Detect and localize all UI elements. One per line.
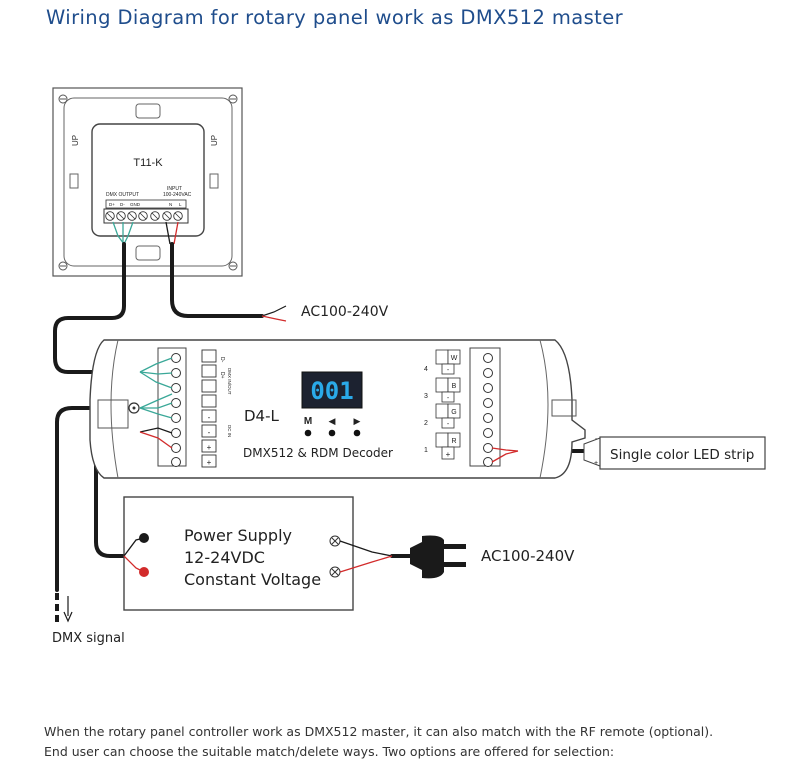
panel-model-label: T11-K: [133, 157, 163, 169]
footer-line-1: When the rotary panel controller work as…: [44, 724, 714, 739]
dc-in-label: DC IN: [227, 425, 232, 437]
screw-icon: [58, 94, 68, 104]
dmx-signal-arrow: [55, 593, 73, 623]
decoder-subtitle: DMX512 & RDM Decoder: [243, 446, 393, 460]
display-readout: 001: [310, 377, 353, 405]
screw-icon: [228, 261, 238, 271]
terminal-sign: D-: [219, 357, 225, 363]
terminal-sign: +: [207, 443, 212, 452]
input-voltage-label: 100-240VAC: [163, 192, 192, 198]
screw-icon: [58, 261, 68, 271]
svg-text:+: +: [594, 460, 598, 467]
cables: [53, 242, 586, 592]
led-strip: - + Single color LED strip: [583, 436, 766, 470]
terminal-label: N: [169, 202, 172, 207]
ac-top-wires: [261, 305, 287, 322]
ac-label-top: AC100-240V: [301, 304, 389, 320]
input-label: INPUT: [167, 186, 182, 192]
page-title: Wiring Diagram for rotary panel work as …: [46, 6, 624, 29]
terminal-label: GND: [130, 202, 141, 207]
ac-label-bottom: AC100-240V: [481, 547, 575, 565]
channel-sign: +: [446, 450, 451, 459]
terminal-label: D+: [109, 202, 115, 207]
dmx-signal-label: DMX signal: [52, 631, 125, 646]
menu-button: [304, 429, 312, 437]
rotary-panel: UP UP T11-K DMX OUTPUT INPUT 100-240VAC …: [52, 87, 243, 277]
psu-type: Constant Voltage: [184, 570, 321, 589]
terminal-sign: -: [208, 413, 211, 422]
plug-icon: [410, 535, 466, 579]
menu-button-label: M: [304, 416, 312, 427]
channel-sign: -: [447, 367, 450, 374]
up-button: [353, 429, 361, 437]
terminal-sign: D+: [219, 372, 225, 379]
channel-color: B: [452, 383, 457, 390]
channel-number: 1: [424, 447, 428, 454]
channel-color: G: [451, 409, 456, 416]
decoder-model: D4-L: [244, 407, 280, 425]
ac-terminal-icon: [329, 566, 341, 578]
up-mark: UP: [210, 135, 219, 146]
ac-terminal-icon: [329, 535, 341, 547]
channel-number: 2: [424, 420, 428, 427]
psu-voltage: 12-24VDC: [184, 548, 265, 567]
psu-title: Power Supply: [184, 526, 292, 545]
led-strip-label: Single color LED strip: [610, 447, 754, 463]
decoder-unit: - - + + D- D+ DMX IN/OUT DC IN 001 M ◀ ▶…: [89, 339, 586, 479]
down-button: [328, 429, 336, 437]
terminal-label: L: [179, 202, 182, 207]
dmx-inout-label: DMX IN/OUT: [227, 368, 232, 395]
footer-line-2: End user can choose the suitable match/d…: [44, 744, 615, 759]
channel-color: R: [451, 438, 456, 445]
down-button-label: ◀: [329, 416, 336, 426]
channel-number: 4: [424, 366, 428, 373]
power-supply: Power Supply 12-24VDC Constant Voltage: [123, 496, 393, 611]
up-button-label: ▶: [354, 416, 361, 426]
screw-icon: [228, 94, 238, 104]
channel-number: 3: [424, 393, 428, 400]
up-mark: UP: [71, 135, 80, 146]
dmx-output-label: DMX OUTPUT: [106, 192, 139, 198]
svg-text:-: -: [595, 436, 598, 443]
channel-sign: -: [447, 421, 450, 428]
terminal-label: D-: [120, 202, 125, 207]
channel-color: W: [451, 355, 458, 362]
terminal-sign: +: [207, 458, 212, 467]
channel-sign: -: [447, 395, 450, 402]
terminal-sign: -: [208, 428, 211, 437]
